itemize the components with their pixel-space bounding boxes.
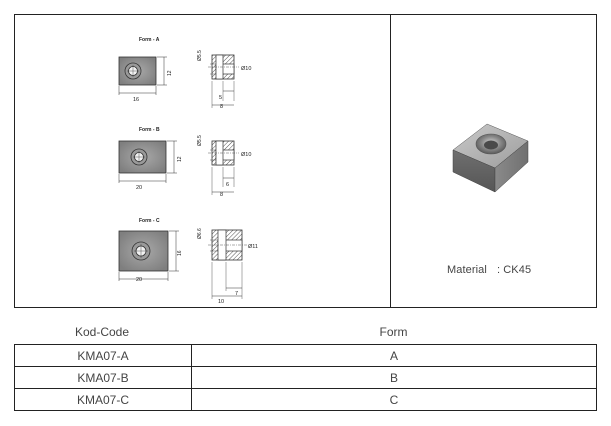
- technical-drawings-panel: Form - A 16 12: [15, 15, 391, 307]
- form-a-height-dim: 12: [167, 70, 173, 76]
- form-a-outer-dim: Ø10: [241, 66, 251, 72]
- form-b-drawing: Form - B 20 12: [118, 127, 251, 198]
- form-a-title: Form - A: [139, 37, 160, 43]
- table-header: Kod-Code Form: [14, 322, 597, 342]
- form-b-front-view: 20 12: [118, 140, 183, 191]
- material-label: Material : CK45: [447, 264, 531, 276]
- slot-nut-block-image: [452, 123, 529, 193]
- form-b-width-dim: 20: [136, 185, 142, 191]
- form-c-section-view: Ø6.6 Ø11 7 10: [197, 228, 258, 305]
- cell-form: B: [191, 366, 597, 389]
- form-c-height-dim: 16: [177, 250, 183, 256]
- table-row: KMA07-C C: [14, 388, 597, 411]
- form-a-depth-inner: 5: [219, 95, 222, 101]
- form-b-title: Form - B: [139, 127, 160, 133]
- form-b-section-view: Ø5.5 Ø10 6 8: [197, 135, 251, 198]
- form-a-front-view: 16 12: [118, 56, 173, 103]
- header-form: Form: [379, 325, 408, 339]
- cell-code: KMA07-B: [14, 366, 192, 389]
- form-c-outer-dim: Ø11: [248, 244, 258, 250]
- table-row: KMA07-A A: [14, 344, 597, 367]
- form-c-width-dim: 20: [136, 277, 142, 283]
- form-a-width-dim: 16: [133, 97, 139, 103]
- form-b-height-dim: 12: [177, 156, 183, 162]
- cell-form: C: [191, 388, 597, 411]
- form-b-depth-total: 8: [220, 192, 223, 198]
- form-c-drawing: Form - C 20 16: [118, 218, 258, 305]
- material-title: Material: [447, 264, 487, 276]
- form-a-section-view: Ø5.5 Ø10 5 8: [197, 50, 251, 110]
- product-photo: [452, 123, 529, 193]
- product-panel: Material : CK45: [395, 15, 596, 307]
- cell-code: KMA07-C: [14, 388, 192, 411]
- drawing-frame: Form - A 16 12: [14, 14, 597, 308]
- form-a-depth-total: 8: [220, 104, 223, 110]
- code-table-body: KMA07-A A KMA07-B B KMA07-C C: [14, 344, 597, 411]
- form-a-hole-dim: Ø5.5: [197, 50, 203, 61]
- cell-form: A: [191, 344, 597, 367]
- form-b-depth-inner: 6: [226, 182, 229, 188]
- form-c-front-view: 20 16: [118, 230, 183, 283]
- form-c-hole-dim: Ø6.6: [197, 228, 203, 239]
- form-a-drawing: Form - A 16 12: [118, 37, 251, 110]
- form-c-depth-total: 10: [218, 299, 224, 305]
- form-c-title: Form - C: [139, 218, 160, 224]
- material-value: : CK45: [496, 264, 532, 276]
- form-b-outer-dim: Ø10: [241, 152, 251, 158]
- form-b-hole-dim: Ø5.5: [197, 135, 203, 146]
- code-table: Kod-Code Form KMA07-A A KMA07-B B KMA07-…: [14, 322, 597, 411]
- table-row: KMA07-B B: [14, 366, 597, 389]
- header-code: Kod-Code: [74, 325, 130, 339]
- technical-drawings: Form - A 16 12: [118, 37, 258, 305]
- cell-code: KMA07-A: [14, 344, 192, 367]
- form-c-depth-inner: 7: [235, 291, 238, 297]
